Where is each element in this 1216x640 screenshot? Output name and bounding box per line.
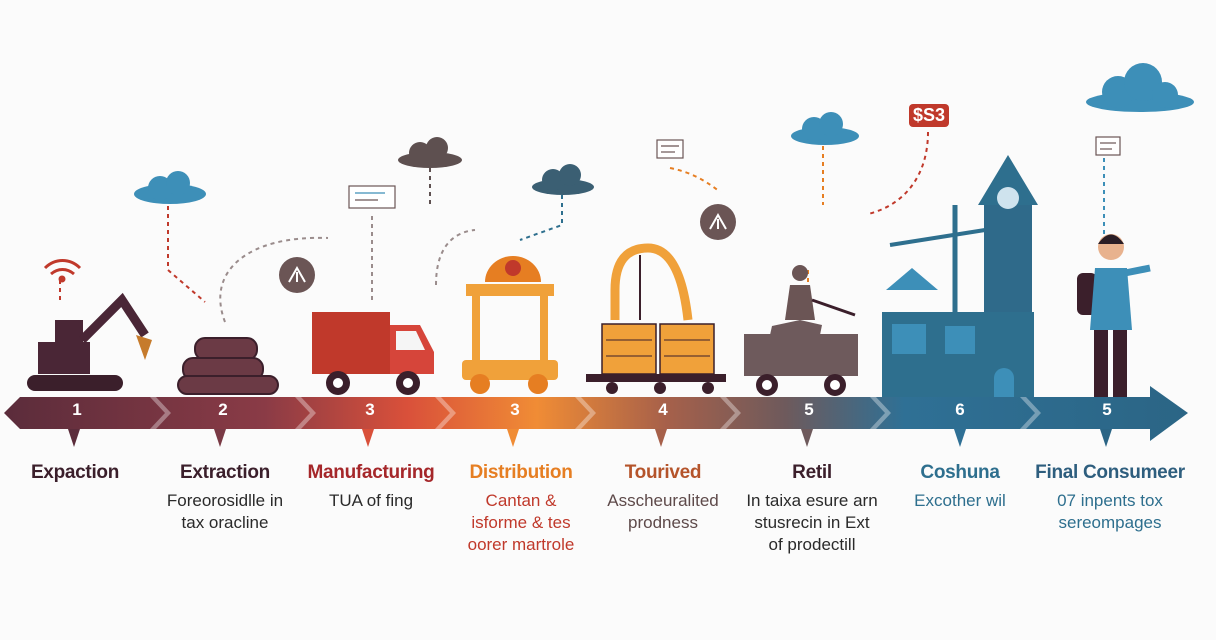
stage-number: 3 — [365, 400, 375, 419]
stage-number: 4 — [658, 400, 668, 419]
stage-title: Tourived — [624, 462, 702, 483]
stage-label: Manufacturing TUA of fing — [296, 462, 446, 512]
stage-description-line: 07 inpents tox — [1057, 491, 1163, 510]
stage-description-line: of prodectill — [768, 535, 856, 554]
city-buildings-icon — [882, 155, 1038, 397]
stage-label: Retil In taixa esure arn stusrecin in Ex… — [732, 462, 892, 556]
stage-title: Manufacturing — [307, 462, 435, 483]
stage-title: Extraction — [180, 462, 270, 483]
cloud-icon — [1086, 63, 1194, 112]
stage-label: Expaction — [0, 462, 150, 490]
stage-description-line: Cantan & — [485, 491, 557, 510]
timeline-arrow — [4, 386, 1188, 441]
stage-title: Retil — [792, 462, 832, 483]
document-icon — [656, 139, 684, 159]
consumer-person-icon — [1077, 234, 1151, 397]
stage-description-line: In taixa esure arn — [746, 491, 878, 510]
crane-crates-icon — [586, 243, 726, 394]
cloud-icon — [791, 112, 859, 145]
dashed-connectors — [59, 131, 1105, 323]
stage-description-line: oorer martrole — [467, 535, 575, 554]
stage-description-line: Asscheuralited — [607, 491, 719, 510]
retail-vehicle-icon — [744, 265, 858, 396]
stage-number: 5 — [804, 400, 814, 419]
stage-label: Distribution Cantan & isforme & tes oore… — [446, 462, 596, 556]
stage-title: Coshuna — [920, 462, 1000, 483]
stage-title: Expaction — [30, 462, 120, 483]
stage-title: Final Consumeer — [1035, 462, 1185, 483]
market-stall-icon — [462, 256, 558, 394]
stage-number: 5 — [1102, 400, 1112, 419]
price-tag: $S3 — [909, 104, 950, 127]
document-icon — [1095, 136, 1121, 156]
leaf-badge-icon — [279, 257, 315, 293]
pipes-icon — [177, 337, 279, 395]
stage-description-line: tax oracline — [181, 513, 269, 532]
stage-label: Extraction Foreorosidlle in tax oracline — [150, 462, 300, 534]
truck-icon — [312, 312, 434, 395]
cloud-icon — [398, 137, 462, 168]
stage-description-line: stusrecin in Ext — [754, 513, 870, 532]
stage-description-line: sereompages — [1058, 513, 1162, 532]
signal-icon — [43, 259, 82, 283]
cloud-icon — [134, 171, 206, 204]
stage-title: Distribution — [469, 462, 573, 483]
excavator-icon — [27, 292, 152, 391]
stage-description-line: isforme & tes — [471, 513, 571, 532]
document-icon — [348, 185, 396, 209]
leaf-badge-icon — [700, 204, 736, 240]
timeline-pointers — [68, 429, 1112, 447]
stage-label: Final Consumeer 07 inpents tox sereompag… — [1030, 462, 1190, 534]
stage-description-line: Excother wil — [914, 491, 1006, 510]
stage-number: 2 — [218, 400, 228, 419]
stage-description-line: Foreorosidlle in — [166, 491, 284, 510]
stage-number: 1 — [72, 400, 82, 419]
stage-number: 6 — [955, 400, 965, 419]
stage-label: Coshuna Excother wil — [885, 462, 1035, 512]
stage-description-line: prodness — [628, 513, 698, 532]
stage-number: 3 — [510, 400, 520, 419]
stage-label: Tourived Asscheuralited prodness — [588, 462, 738, 534]
stage-description-line: TUA of fing — [328, 491, 414, 510]
cloud-icon — [532, 164, 594, 195]
